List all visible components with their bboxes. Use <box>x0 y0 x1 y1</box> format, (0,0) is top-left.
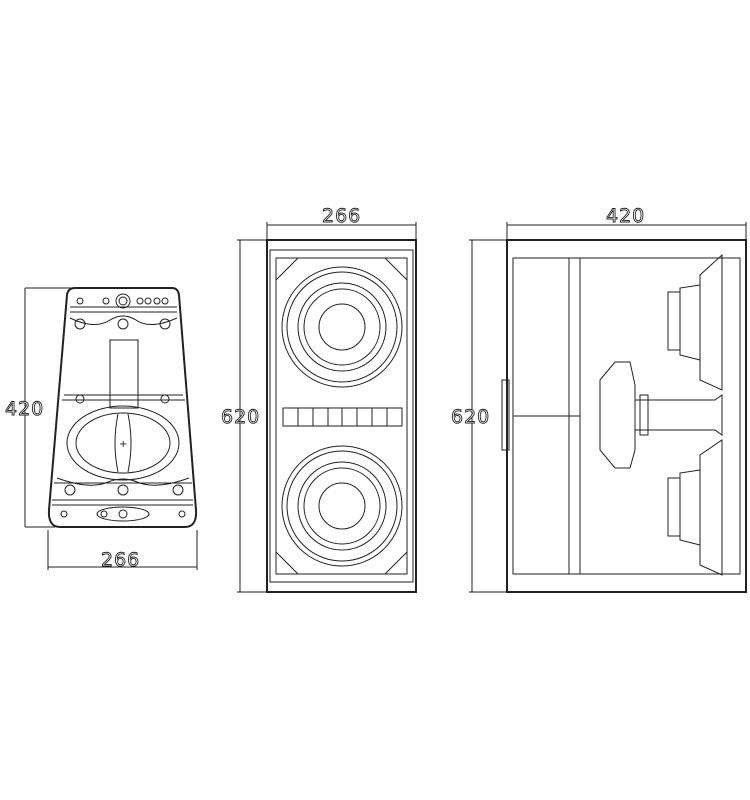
section-height-label: 620 <box>451 406 490 428</box>
front-width-label: 266 <box>101 549 140 571</box>
section-width-label: 420 <box>606 205 645 227</box>
svg-text:+: + <box>119 439 127 450</box>
section-view: 420 620 <box>451 205 747 593</box>
front-height-label: 420 <box>5 398 44 420</box>
baffle-view: 266 620 <box>221 205 417 593</box>
baffle-height-label: 620 <box>221 406 260 428</box>
front-view: + 420 266 <box>5 287 198 571</box>
baffle-width-label: 266 <box>322 205 361 227</box>
